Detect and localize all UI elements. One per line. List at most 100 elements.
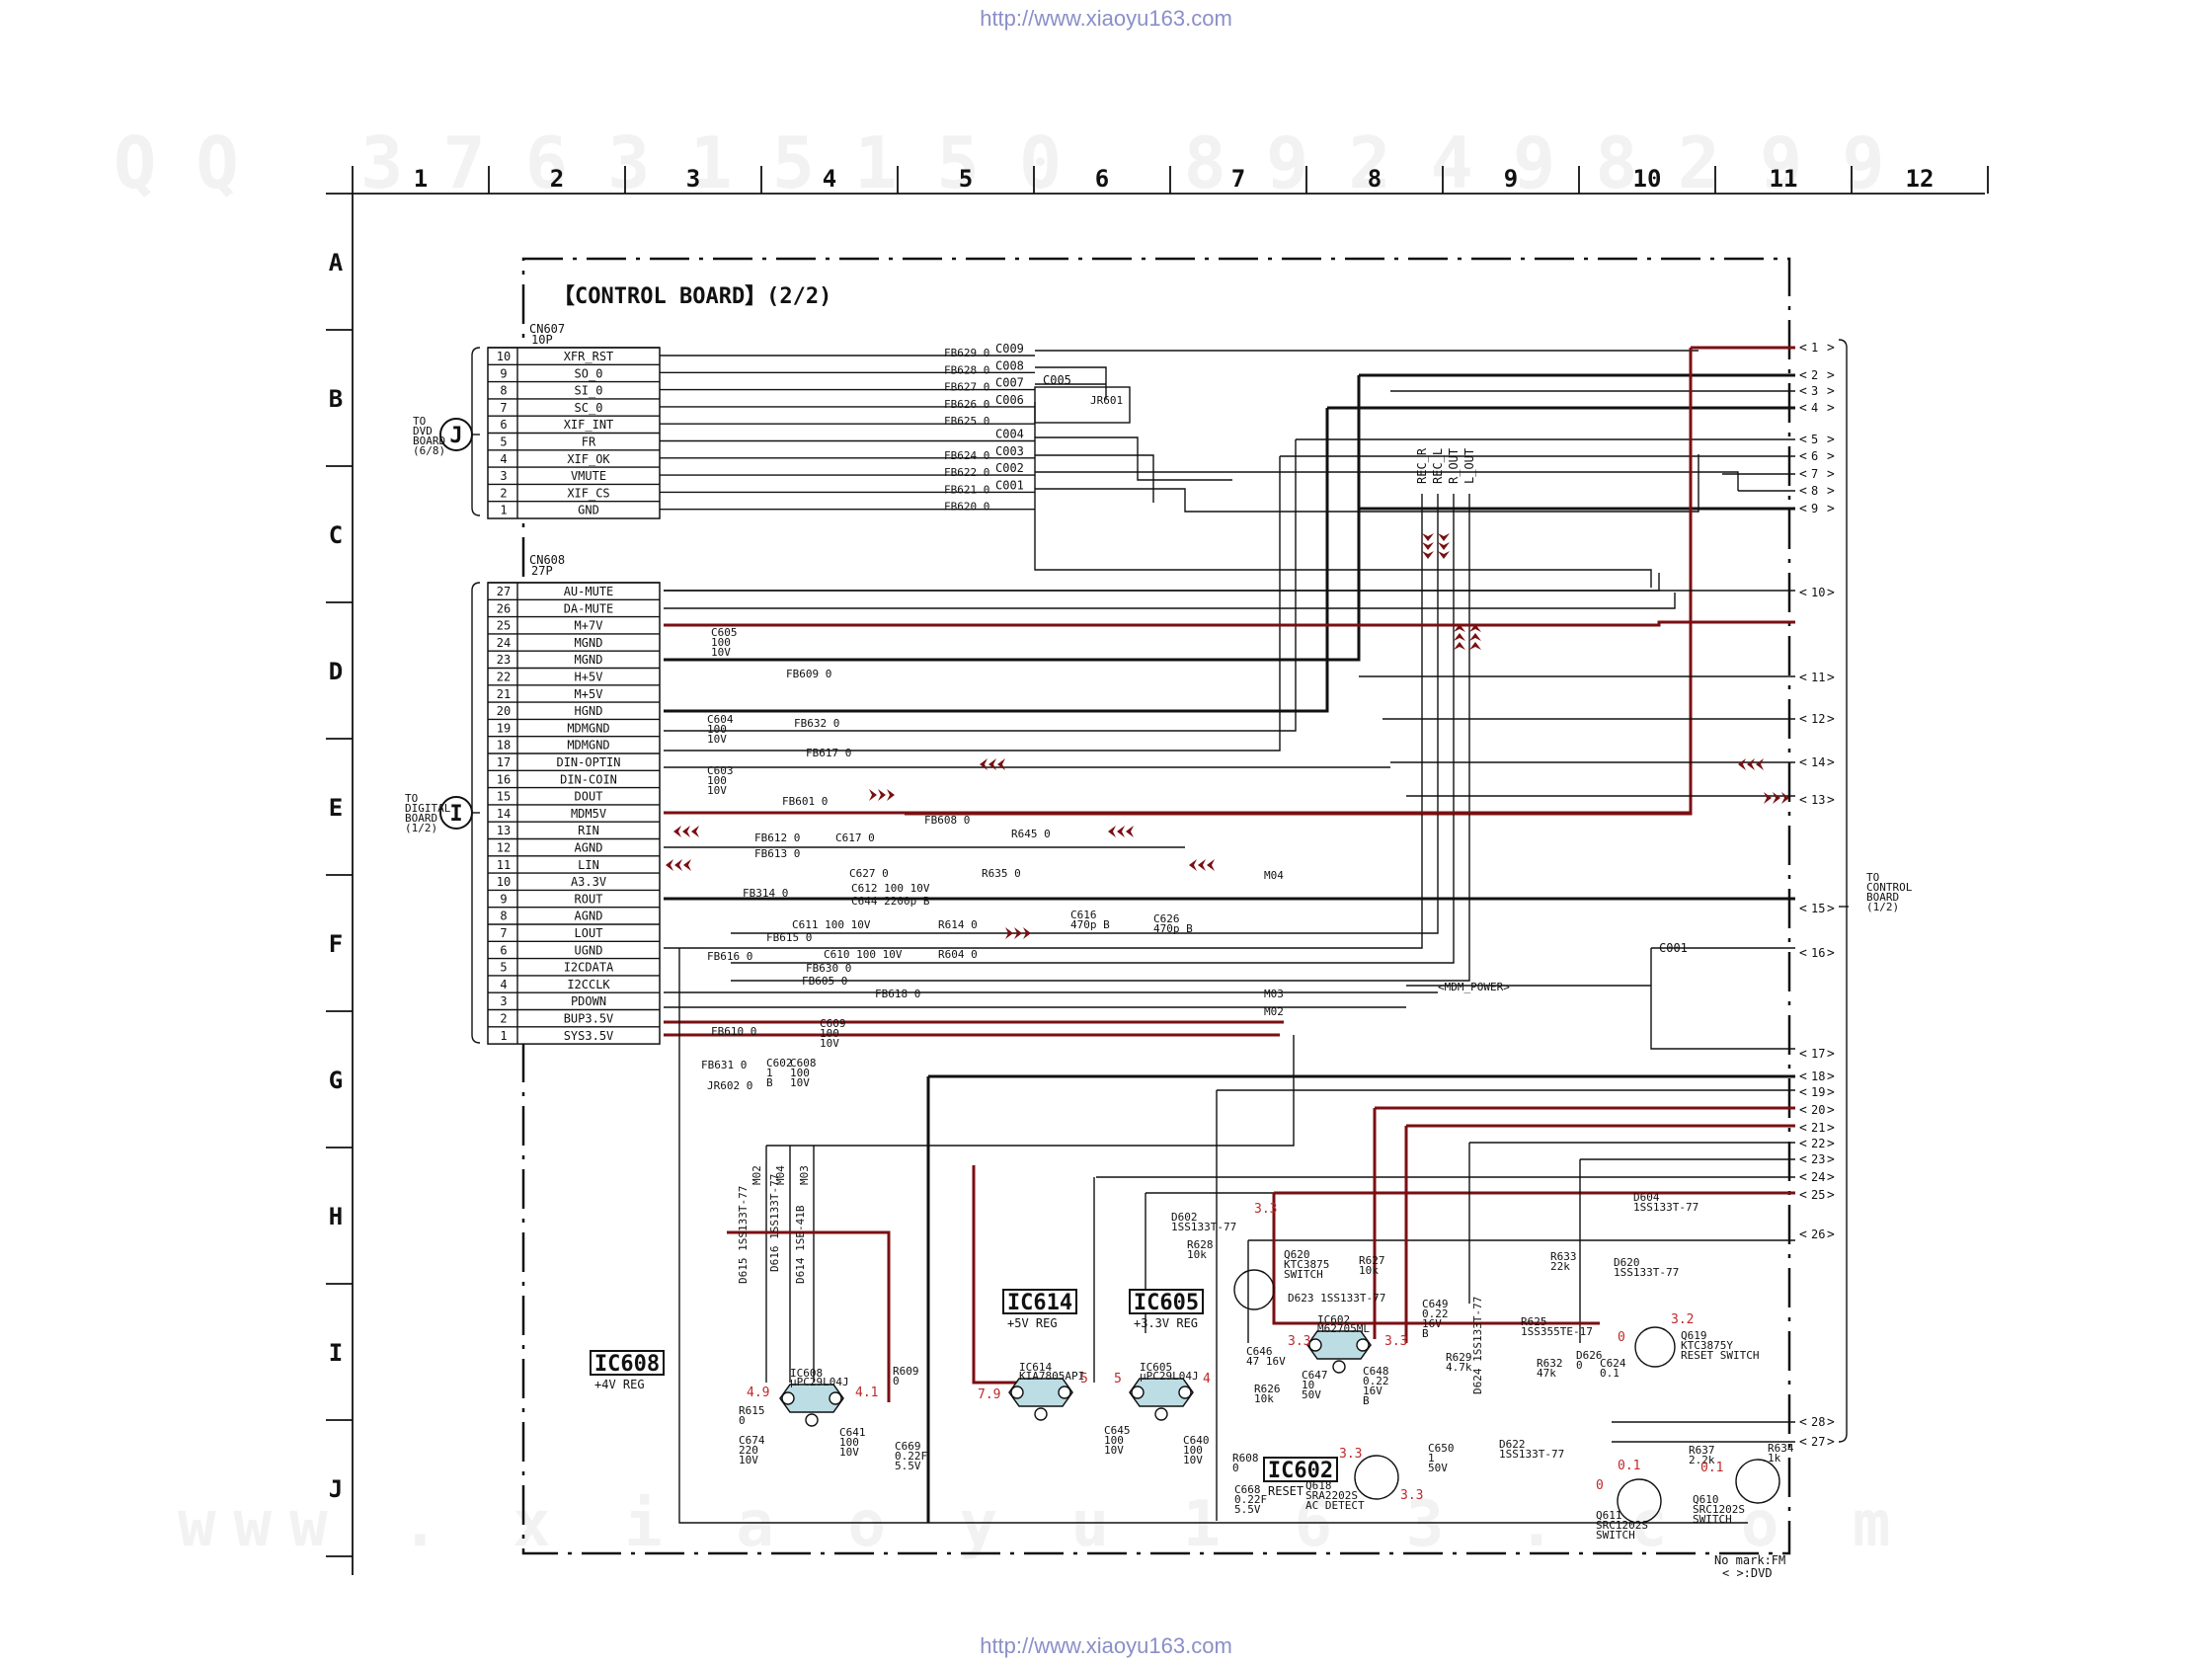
right-connector-pin: 8 bbox=[1811, 484, 1818, 498]
right-pin-bracket: > bbox=[1827, 1103, 1835, 1118]
ic605-c645: C645 bbox=[1104, 1424, 1131, 1437]
right-pin-bracket: > bbox=[1827, 484, 1835, 499]
cn608-pin-number: 20 bbox=[497, 704, 511, 718]
right-connector-pin: 19 bbox=[1811, 1085, 1825, 1099]
ic602-c649: B bbox=[1422, 1327, 1429, 1340]
reset-d604: 1SS133T-77 bbox=[1633, 1201, 1698, 1214]
right-pin-bracket: > bbox=[1827, 1069, 1835, 1084]
right-pin-bracket: < bbox=[1799, 1188, 1807, 1203]
cn607-destination-line: BOARD bbox=[413, 435, 445, 447]
ic602-v5: 3.3 bbox=[1254, 1202, 1277, 1217]
ic602-r626: 10k bbox=[1254, 1392, 1274, 1405]
fb613-label: FB613 0 bbox=[754, 847, 800, 860]
cn607-net: C007 bbox=[995, 376, 1024, 390]
c603-label: 10V bbox=[707, 784, 727, 797]
right-pin-bracket: < bbox=[1799, 1069, 1807, 1084]
ic602-c647: C647 bbox=[1302, 1369, 1328, 1382]
cn607-signal: VMUTE bbox=[571, 469, 606, 483]
cn608-destination-line: (1/2) bbox=[405, 822, 437, 834]
grid-row-label: H bbox=[329, 1203, 343, 1230]
c604-label: C604 bbox=[707, 713, 734, 726]
ic602-d623: D623 1SS133T-77 bbox=[1288, 1292, 1385, 1305]
ic602-c649: 0.22 bbox=[1422, 1307, 1449, 1320]
cn608-ref: CN608 bbox=[529, 553, 565, 567]
cn608-destination-line: TO bbox=[405, 792, 418, 805]
right-connector-pin: 11 bbox=[1811, 671, 1825, 684]
c605-label: C605 bbox=[711, 626, 738, 639]
c610-label: C610 100 10V bbox=[824, 948, 903, 961]
cn608-pin-number: 23 bbox=[497, 653, 511, 667]
grid-row-label: B bbox=[329, 385, 343, 413]
cn608-signal: DIN-COIN bbox=[560, 772, 617, 786]
watermark-url-top: http://www.xiaoyu163.com bbox=[980, 6, 1232, 31]
right-destination-line: TO bbox=[1866, 871, 1879, 884]
cn607-badge: J bbox=[449, 424, 462, 448]
right-pin-bracket: > bbox=[1827, 1137, 1835, 1151]
right-pin-bracket: < bbox=[1799, 1047, 1807, 1062]
cn608-pin-number: 26 bbox=[497, 601, 511, 615]
cn607-pin-number: 5 bbox=[500, 436, 507, 449]
c602-label: C602 bbox=[766, 1057, 793, 1069]
right-pin-bracket: > bbox=[1827, 384, 1835, 399]
right-connector-pin: 27 bbox=[1811, 1435, 1825, 1449]
grid-frame bbox=[326, 193, 1985, 1575]
grid-column-label: 11 bbox=[1770, 165, 1798, 193]
cn607-signal: FR bbox=[582, 436, 596, 449]
reset-r625: R625 bbox=[1521, 1315, 1547, 1328]
cn608-signal: MDMGND bbox=[567, 739, 609, 752]
right-pin-bracket: < bbox=[1799, 467, 1807, 482]
c604-label: 100 bbox=[707, 723, 727, 736]
cn608-signal: ROUT bbox=[575, 892, 603, 906]
cn608-pin-number: 22 bbox=[497, 671, 511, 684]
right-pin-bracket: > bbox=[1827, 433, 1835, 447]
reset-r634: R634 bbox=[1768, 1442, 1794, 1455]
right-pin-bracket: > bbox=[1827, 671, 1835, 685]
c604-label: 10V bbox=[707, 733, 727, 746]
right-connector-pin: 1 bbox=[1811, 341, 1818, 355]
cn607-signal: SC_0 bbox=[575, 401, 603, 415]
fb605-label: FB605 0 bbox=[802, 975, 847, 988]
c609-label: 10V bbox=[820, 1037, 839, 1050]
cn608-signal: MGND bbox=[575, 636, 603, 650]
right-connector-pin: 16 bbox=[1811, 946, 1825, 960]
ic602-d622: D622 bbox=[1499, 1438, 1526, 1451]
r614-label: R614 0 bbox=[938, 918, 978, 931]
cn608-signal: DOUT bbox=[575, 790, 603, 804]
right-connector-pin: 13 bbox=[1811, 793, 1825, 807]
c626-label: 470p B bbox=[1153, 922, 1193, 935]
right-pin-bracket: > bbox=[1827, 755, 1835, 770]
ic614-vout: 5 bbox=[1080, 1372, 1088, 1386]
cn607-pin-number: 3 bbox=[500, 469, 507, 483]
right-connector-pin: 24 bbox=[1811, 1170, 1825, 1184]
ic602-r629: 4.7k bbox=[1446, 1361, 1472, 1374]
reset-c624: C624 bbox=[1600, 1357, 1626, 1370]
cn608-signal: M+7V bbox=[575, 619, 603, 633]
ic608-c641: C641 bbox=[839, 1426, 866, 1439]
cn608-destination-line: BOARD bbox=[405, 812, 437, 825]
ic605-r608: 0 bbox=[1232, 1462, 1239, 1474]
ic602-c650: C650 bbox=[1428, 1442, 1455, 1455]
right-connector: <1><2><3><4><5><6><7><8><9><10><11><12><… bbox=[1799, 339, 1848, 1450]
right-pin-bracket: < bbox=[1799, 433, 1807, 447]
ic608-chip: IC608 bbox=[790, 1367, 823, 1380]
ic602-q620: Q620 bbox=[1284, 1248, 1310, 1261]
right-connector-pin: 28 bbox=[1811, 1415, 1825, 1429]
fb617-label: FB617 0 bbox=[806, 747, 851, 759]
right-pin-bracket: < bbox=[1799, 946, 1807, 961]
watermark-url-bottom: http://www.xiaoyu163.com bbox=[980, 1633, 1232, 1658]
right-pin-bracket: > bbox=[1827, 449, 1835, 464]
right-pin-bracket: > bbox=[1827, 793, 1835, 808]
c603-label: C603 bbox=[707, 764, 734, 777]
r635-label: R635 0 bbox=[982, 867, 1021, 880]
right-connector-pin: 15 bbox=[1811, 902, 1825, 915]
ic602-r629: R629 bbox=[1446, 1351, 1472, 1364]
grid-column-label: 4 bbox=[823, 165, 836, 193]
right-pin-bracket: > bbox=[1827, 467, 1835, 482]
cn608-pin-number: 11 bbox=[497, 858, 511, 872]
ic602-r627: R627 bbox=[1359, 1254, 1385, 1267]
cn607-net: C002 bbox=[995, 461, 1024, 475]
cn607-signal: XIF_OK bbox=[567, 452, 610, 466]
right-pin-bracket: < bbox=[1799, 1137, 1807, 1151]
reset-q610: SRC1202S bbox=[1693, 1503, 1745, 1516]
